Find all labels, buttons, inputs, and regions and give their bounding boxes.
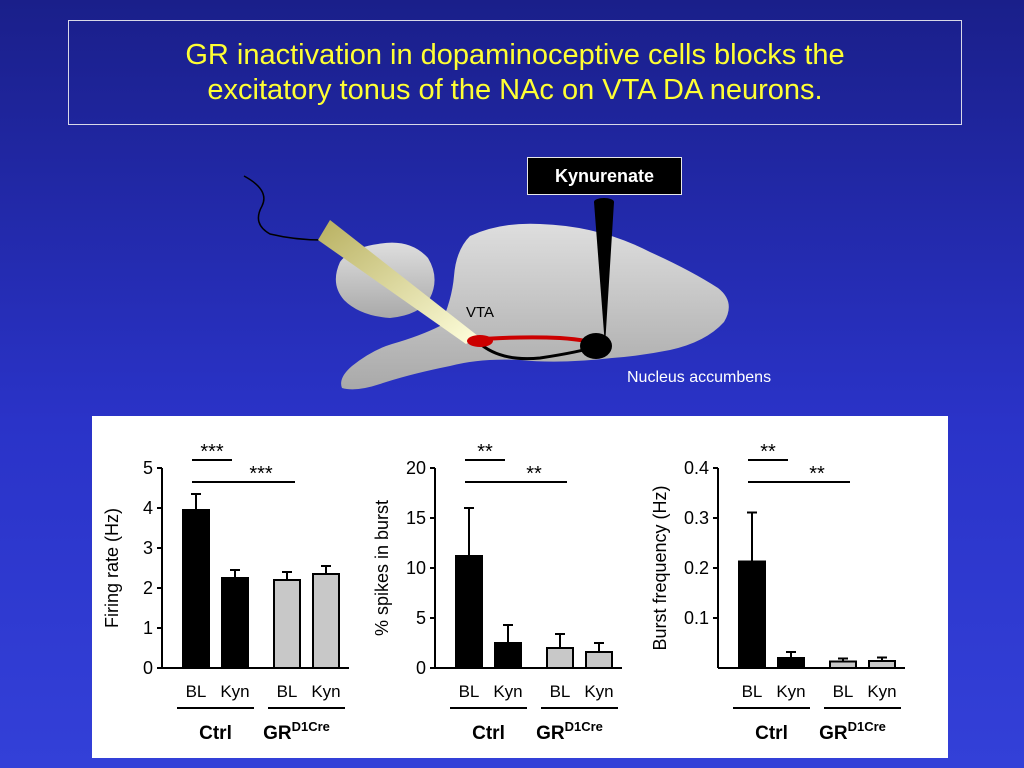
bar <box>777 657 805 669</box>
nucleus-accumbens-region <box>580 333 612 359</box>
significance-stars: *** <box>200 441 224 463</box>
y-tick-label: 15 <box>406 508 426 528</box>
x-tick-label: Kyn <box>867 682 896 701</box>
group-label-gr: GRD1Cre <box>536 719 603 744</box>
x-tick-label: Kyn <box>311 682 340 701</box>
x-tick-label: BL <box>550 682 571 701</box>
recording-beam <box>318 220 478 344</box>
bar <box>221 577 249 669</box>
significance-stars: ** <box>526 463 542 485</box>
group-label-ctrl: Ctrl <box>472 723 505 744</box>
slide-title-box: GR inactivation in dopaminoceptive cells… <box>68 20 962 125</box>
x-tick-label: Kyn <box>493 682 522 701</box>
y-tick-label: 20 <box>406 458 426 478</box>
y-tick-label: 0.3 <box>684 508 709 528</box>
significance-stars: ** <box>477 441 493 463</box>
y-axis-label: Burst frequency (Hz) <box>650 485 670 650</box>
y-axis-label: % spikes in burst <box>372 500 392 636</box>
x-tick-label: Kyn <box>220 682 249 701</box>
group-label-gr: GRD1Cre <box>819 719 886 744</box>
x-tick-label: Kyn <box>776 682 805 701</box>
y-tick-label: 3 <box>143 538 153 558</box>
recording-wire <box>243 175 323 241</box>
bar <box>868 660 896 669</box>
slide-title-line-2: excitatory tonus of the NAc on VTA DA ne… <box>207 73 823 106</box>
y-tick-label: 0.4 <box>684 458 709 478</box>
y-tick-label: 5 <box>143 458 153 478</box>
vta-label: VTA <box>466 304 495 321</box>
bar <box>494 642 522 669</box>
y-axis-label: Firing rate (Hz) <box>102 508 122 628</box>
pipette-top <box>594 198 614 206</box>
kynurenate-label: Kynurenate <box>527 157 682 195</box>
y-tick-label: 2 <box>143 578 153 598</box>
group-label-gr: GRD1Cre <box>263 719 330 744</box>
bar <box>829 660 857 669</box>
x-tick-label: Kyn <box>584 682 613 701</box>
y-tick-label: 10 <box>406 558 426 578</box>
slide-title-line-1: GR inactivation in dopaminoceptive cells… <box>185 38 845 71</box>
bar <box>738 560 766 669</box>
y-tick-label: 5 <box>416 608 426 628</box>
brain-schematic <box>243 175 729 390</box>
significance-stars: ** <box>760 441 776 463</box>
bar <box>455 555 483 669</box>
y-tick-label: 0.1 <box>684 608 709 628</box>
y-tick-label: 4 <box>143 498 153 518</box>
x-tick-label: BL <box>277 682 298 701</box>
bar <box>585 651 613 669</box>
significance-stars: ** <box>809 463 825 485</box>
group-label-ctrl: Ctrl <box>199 723 232 744</box>
y-tick-label: 0.2 <box>684 558 709 578</box>
y-tick-label: 0 <box>143 658 153 678</box>
y-tick-label: 1 <box>143 618 153 638</box>
bar <box>182 509 210 669</box>
brain-shape <box>341 223 729 390</box>
significance-stars: *** <box>249 463 273 485</box>
bar <box>273 579 301 669</box>
x-tick-label: BL <box>833 682 854 701</box>
vta-region <box>467 335 493 347</box>
x-tick-label: BL <box>186 682 207 701</box>
bar <box>312 573 340 669</box>
bar <box>546 647 574 669</box>
injection-pipette <box>594 202 614 346</box>
x-tick-label: BL <box>742 682 763 701</box>
y-tick-label: 0 <box>416 658 426 678</box>
nucleus-accumbens-label: Nucleus accumbens <box>627 369 772 386</box>
group-label-ctrl: Ctrl <box>755 723 788 744</box>
x-tick-label: BL <box>459 682 480 701</box>
